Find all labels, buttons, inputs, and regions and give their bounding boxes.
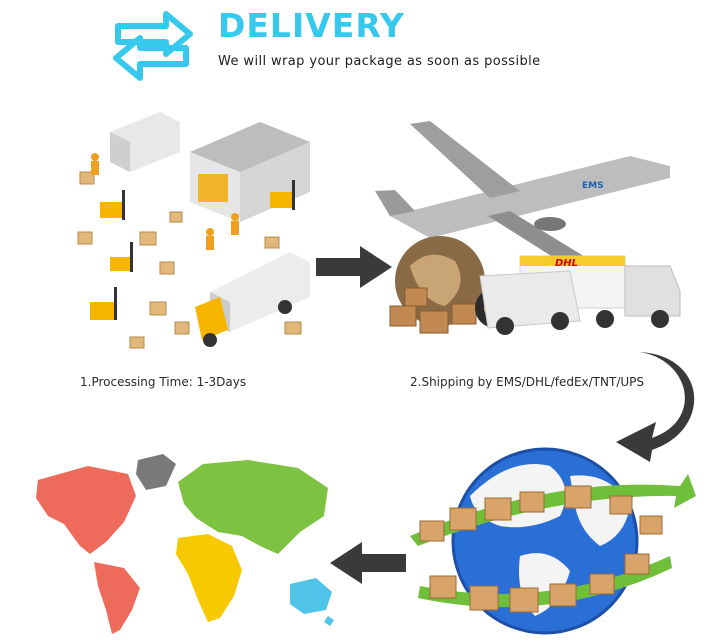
step-caption-shipping: 2.Shipping by EMS/DHL/fedEx/TNT/UPS (410, 375, 644, 389)
swap-arrows-icon (113, 11, 193, 81)
warehouse-icon (77, 112, 310, 349)
page-title: DELIVERY (218, 6, 405, 45)
ems-mark: EMS (582, 181, 604, 191)
curved-arrow-icon (616, 352, 695, 462)
step-caption-processing: 1.Processing Time: 1-3Days (80, 375, 247, 389)
arrow-left-icon (330, 542, 406, 584)
dhl-mark: DHL (555, 258, 578, 269)
airplane-truck-icon: EMS DHL (375, 121, 681, 335)
page-subtitle: We will wrap your package as soon as pos… (218, 54, 541, 69)
arrow-right-icon (316, 246, 392, 288)
world-map-icon (36, 454, 334, 634)
globe-boxes-icon (410, 447, 696, 635)
